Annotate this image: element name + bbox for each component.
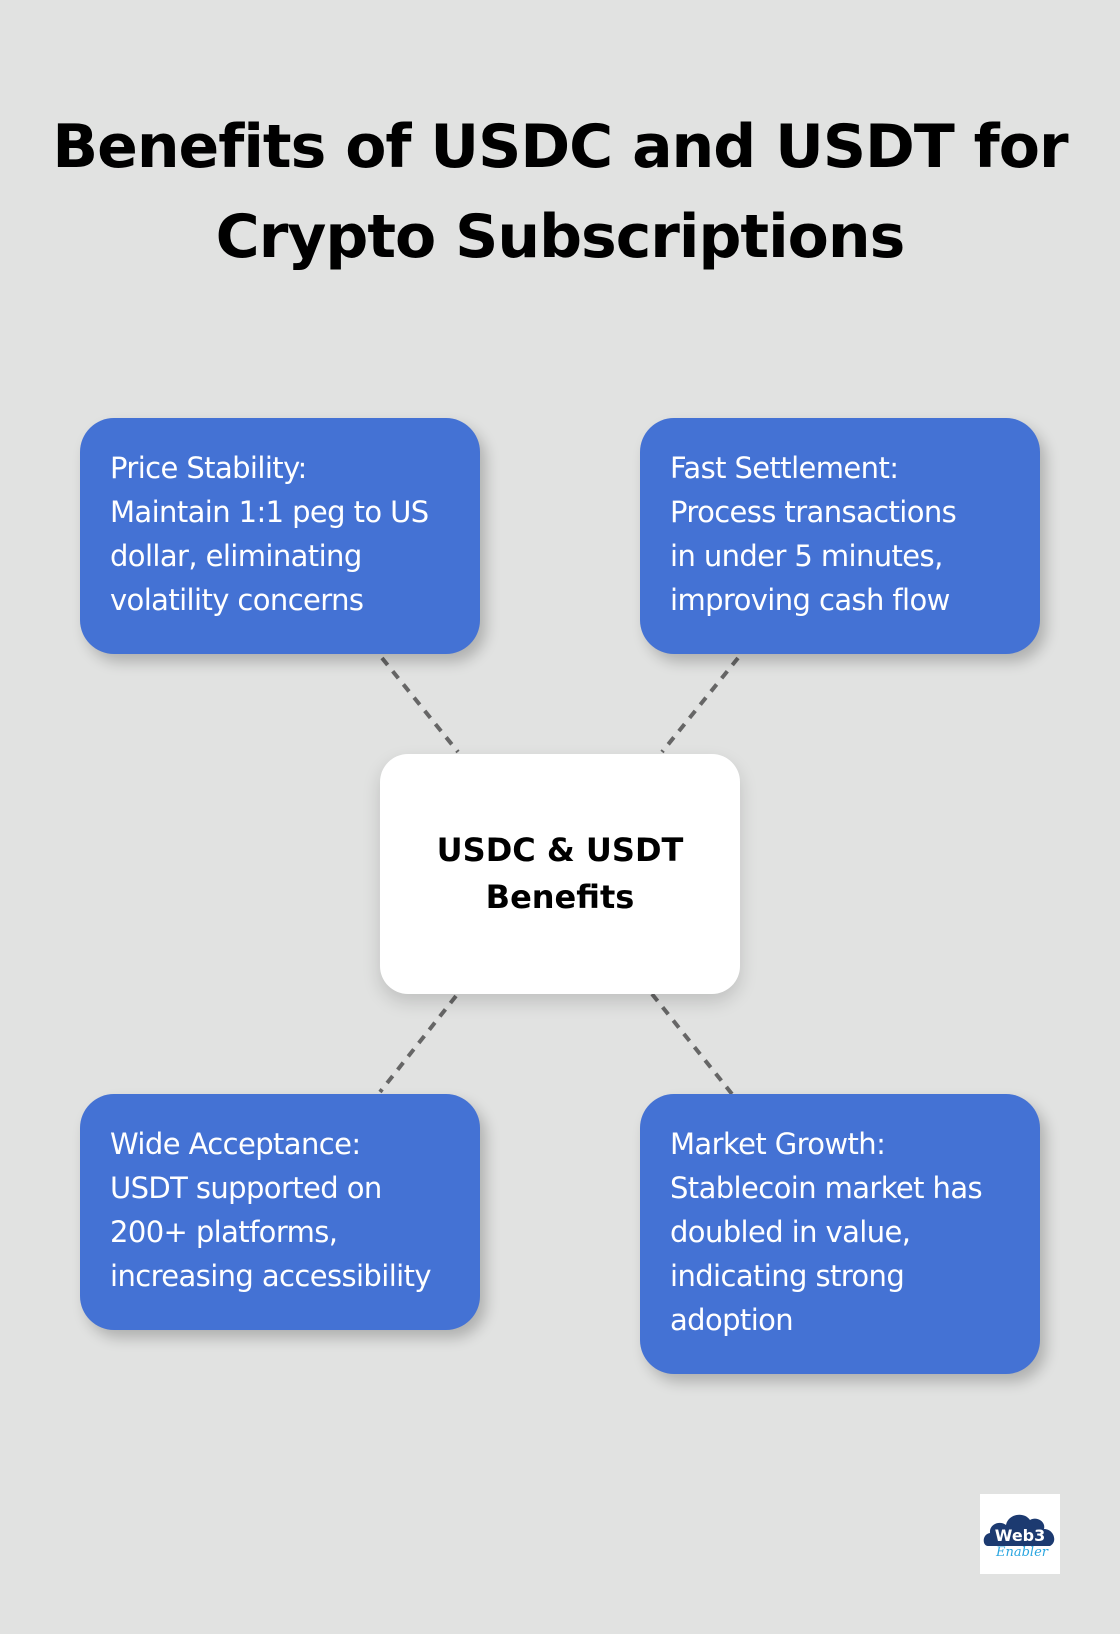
connector-top-left (380, 656, 460, 754)
center-line-2: Benefits (485, 878, 635, 916)
card-text-line: Maintain 1:1 peg to US (110, 495, 429, 529)
card-heading: Fast Settlement: (670, 451, 899, 485)
card-wide-acceptance: Wide Acceptance: USDT supported on 200+ … (80, 1094, 480, 1330)
title-line-2: Crypto Subscriptions (215, 202, 906, 272)
card-text-line: increasing accessibility (110, 1259, 432, 1293)
page-title: Benefits of USDC and USDT for Crypto Sub… (0, 102, 1120, 282)
card-heading: Market Growth: (670, 1127, 886, 1161)
card-text-line: adoption (670, 1303, 794, 1337)
card-heading: Wide Acceptance: (110, 1127, 361, 1161)
card-text-line: Stablecoin market has (670, 1171, 983, 1205)
title-line-1: Benefits of USDC and USDT for (52, 112, 1068, 182)
card-text-line: dollar, eliminating (110, 539, 362, 573)
center-node: USDC & USDT Benefits (380, 754, 740, 994)
card-text-line: volatility concerns (110, 583, 364, 617)
card-heading: Price Stability: (110, 451, 307, 485)
web3-enabler-logo: Web3 Enabler (980, 1494, 1060, 1574)
card-text-line: doubled in value, (670, 1215, 911, 1249)
card-text-line: 200+ platforms, (110, 1215, 338, 1249)
card-text-line: Process transactions (670, 495, 957, 529)
connector-top-right (660, 656, 740, 754)
center-line-1: USDC & USDT (436, 831, 684, 869)
card-text-line: in under 5 minutes, (670, 539, 943, 573)
card-price-stability: Price Stability: Maintain 1:1 peg to US … (80, 418, 480, 654)
card-fast-settlement: Fast Settlement: Process transactions in… (640, 418, 1040, 654)
connector-bottom-left (378, 994, 458, 1094)
card-text-line: indicating strong (670, 1259, 905, 1293)
card-text-line: improving cash flow (670, 583, 950, 617)
card-text-line: USDT supported on (110, 1171, 382, 1205)
logo-bottom-text: Enabler (995, 1545, 1049, 1560)
cloud-logo-icon: Web3 Enabler (983, 1514, 1055, 1560)
logo-top-text: Web3 (995, 1526, 1046, 1545)
card-market-growth: Market Growth: Stablecoin market has dou… (640, 1094, 1040, 1374)
connector-bottom-right (650, 992, 734, 1096)
